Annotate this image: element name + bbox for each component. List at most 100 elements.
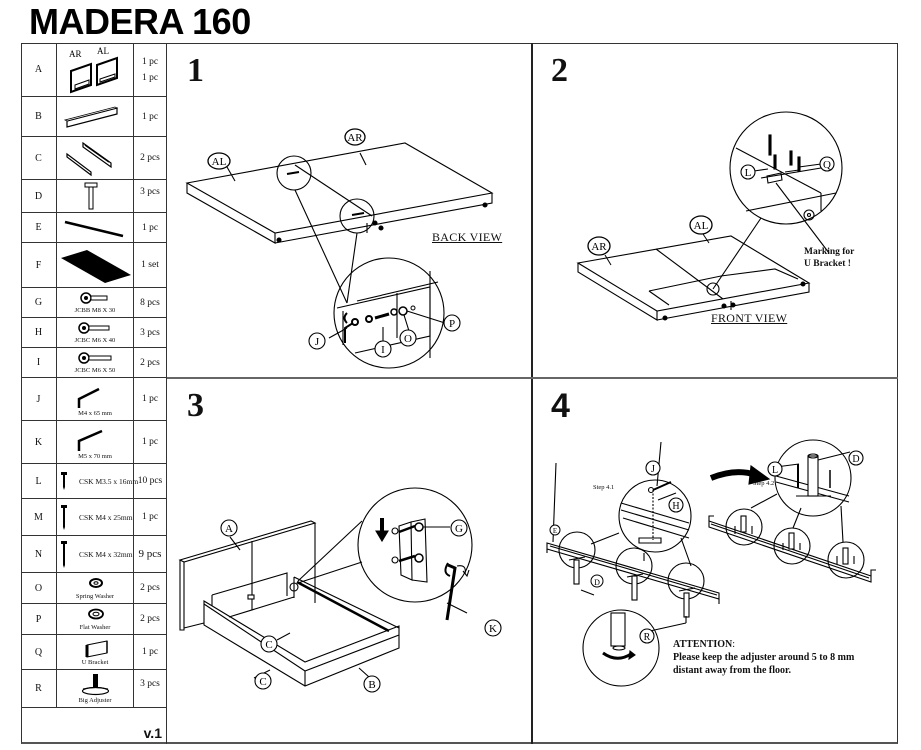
substep-label: Step 4.1 [593, 484, 615, 491]
part-quantity: 3 pcs [140, 187, 160, 197]
foot-board-icon [63, 106, 119, 128]
callout-c: C [259, 676, 266, 688]
callout-o: O [404, 333, 412, 345]
step-4-illustration: J H E D R L D [546, 439, 876, 687]
part-picture: M5 x 70 mm [57, 421, 134, 463]
part-picture: Big Adjuster [57, 670, 134, 707]
parts-row: L CSK M3.5 x 16mm 10 pcs [21, 464, 166, 499]
part-caption: JCBB M8 X 30 [74, 307, 116, 314]
part-picture [57, 97, 134, 136]
part-caption: U Bracket [81, 659, 109, 666]
part-id: Q [21, 635, 57, 669]
callout-c: C [265, 639, 272, 651]
part-caption: JCBC M6 X 40 [74, 337, 116, 344]
step-number: 1 [187, 52, 204, 89]
parts-row: O Spring Washer 2 pcs [21, 573, 166, 604]
part-picture: AR AL [57, 43, 134, 96]
part-caption: Big Adjuster [78, 697, 112, 704]
part-id: K [21, 421, 57, 463]
step-panel-3: 3 [167, 378, 531, 744]
part-caption: M5 x 70 mm [78, 453, 112, 460]
part-id: H [21, 318, 57, 347]
step-number: 2 [551, 52, 568, 89]
part-picture: M4 x 65 mm [57, 378, 134, 420]
step-panel-4: 4 [531, 378, 898, 744]
part-quantity: 2 pcs [140, 153, 160, 163]
part-quantity: 2 pcs [140, 583, 160, 593]
part-caption: CSK M3.5 x 16mm [79, 476, 139, 486]
u-bracket-icon [85, 640, 108, 658]
parts-row: H JCBC M6 X 40 3 pcs [21, 318, 166, 348]
callout-b: B [368, 679, 375, 691]
callout-al: AL [694, 220, 709, 232]
part-label-al: AL [97, 46, 109, 56]
part-id: C [21, 137, 57, 179]
parts-row: K M5 x 70 mm 1 pc [21, 421, 166, 464]
flat-washer-icon [88, 608, 104, 620]
parts-row: G JCBB M8 X 30 8 pcs [21, 288, 166, 318]
part-caption: JCBC M6 X 50 [74, 367, 116, 374]
callout-d: D [594, 578, 600, 587]
parts-row: E 1 pc [21, 213, 166, 243]
callout-ar: AR [591, 241, 607, 253]
callout-k: K [489, 623, 497, 635]
substep-label: Step 4.2 [753, 480, 775, 487]
part-picture: CSK M4 x 25mm [57, 499, 134, 535]
attention-note: ATTENTION: Please keep the adjuster arou… [673, 639, 855, 676]
part-quantity: 1 pc [141, 111, 159, 122]
instruction-frame [21, 43, 898, 744]
bracket-marking-note: Marking for U Bracket ! [804, 247, 855, 269]
callout-ar: AR [347, 132, 363, 144]
callout-d: D [852, 454, 859, 465]
part-id: N [21, 536, 57, 572]
adjuster-foot-icon [81, 674, 110, 696]
part-picture: JCBB M8 X 30 [57, 288, 134, 317]
bolt-icon [78, 322, 110, 334]
version-cell: v.1 [21, 709, 166, 744]
callout-al: AL [212, 156, 227, 168]
part-quantity: 10 pcs [137, 476, 163, 486]
part-id: F [21, 243, 57, 287]
part-quantity: 1 pc [141, 394, 159, 404]
attention-heading: ATTENTION [673, 639, 733, 650]
screw-icon [61, 505, 67, 530]
part-picture: JCBC M6 X 40 [57, 318, 134, 347]
parts-row: D 3 pcs [21, 180, 166, 213]
parts-row: N CSK M4 x 32mm 9 pcs [21, 536, 166, 573]
part-quantity: 2 pcs [140, 357, 160, 368]
headboard-panels-icon: AR AL [69, 46, 118, 94]
divider [167, 377, 898, 379]
part-picture: CSK M4 x 32mm [57, 536, 134, 572]
part-quantity: 1 pc [141, 647, 159, 657]
part-picture: JCBC M6 X 50 [57, 348, 134, 377]
callout-q: Q [823, 159, 831, 171]
part-id: M [21, 499, 57, 535]
parts-row: Q U Bracket 1 pc [21, 635, 166, 670]
allen-key-icon [77, 429, 103, 451]
part-id: L [21, 464, 57, 498]
part-caption: Flat Washer [79, 624, 111, 631]
part-quantity: 9 pcs [138, 548, 162, 560]
parts-row: I JCBC M6 X 50 2 pcs [21, 348, 166, 378]
part-picture: Spring Washer [57, 573, 134, 603]
parts-table: A AR AL 1 pc 1 pc B 1 pc C [21, 43, 167, 744]
part-caption: Spring Washer [75, 593, 115, 600]
version-label: v.1 [143, 725, 162, 741]
parts-row: F 1 set [21, 243, 166, 288]
part-picture: Flat Washer [57, 604, 134, 634]
part-id: E [21, 213, 57, 242]
part-id: A [21, 43, 57, 96]
part-id: D [21, 180, 57, 212]
part-quantity: 1 pc 1 pc [141, 56, 159, 83]
part-label-ar: AR [69, 49, 82, 59]
parts-row: J M4 x 65 mm 1 pc [21, 378, 166, 421]
part-picture [57, 243, 134, 287]
center-beam-icon [64, 220, 124, 238]
step-number: 3 [187, 387, 204, 424]
callout-i: I [381, 344, 385, 356]
part-id: I [21, 348, 57, 377]
parts-row: C 2 pcs [21, 137, 166, 180]
part-id: O [21, 573, 57, 603]
part-quantity: 2 pcs [140, 614, 160, 624]
callout-p: P [449, 318, 455, 330]
